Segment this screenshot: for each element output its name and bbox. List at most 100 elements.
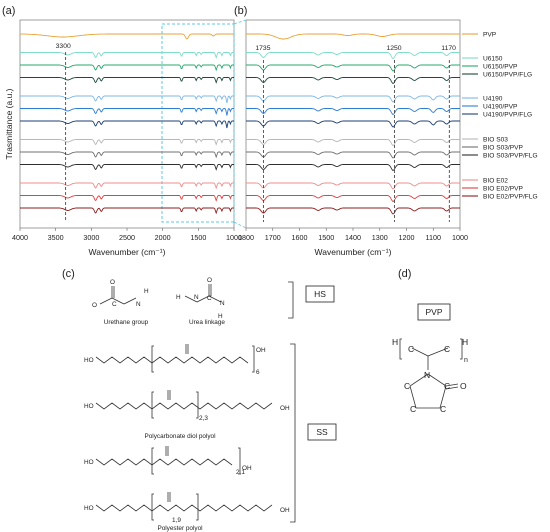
zoom-region-box: [161, 23, 235, 223]
panel-label-b: (b): [234, 5, 247, 17]
x-axis-label-b: Wavenumber (cm⁻¹): [315, 247, 392, 257]
legend-label: BIO E02/PVP/FLG: [483, 194, 538, 201]
urethane-o-left: O: [92, 302, 97, 309]
x-tick-label-a: 2000: [155, 233, 171, 242]
pvp-ring-c3: C: [440, 404, 446, 414]
pe2-oh: OH: [280, 507, 290, 514]
pc2-sub: 2,3: [199, 415, 208, 422]
urea-n-right: N: [220, 300, 225, 307]
legend-label: U6150: [483, 56, 503, 63]
spectrum-a-u6150-pvp: [20, 64, 234, 72]
spectrum-a-u4190-pvp: [20, 108, 234, 116]
urea-o: O: [207, 277, 212, 284]
pvp-h-right: H: [462, 337, 468, 347]
spectrum-a-u4190-pvp-flg: [20, 120, 234, 129]
pe2-bracket-right: [196, 493, 199, 521]
pvp-ring-c1: C: [404, 381, 410, 391]
spectrum-a-bio-s03: [20, 139, 234, 146]
pc2-ho: HO: [84, 403, 94, 410]
urethane-structure: [99, 286, 137, 305]
hs-box: [305, 285, 335, 303]
peak-annotations: 3300 1735 1250 1170: [56, 43, 456, 222]
spectrum-a-bio-s03-pvp: [20, 151, 234, 159]
panel-label-d: (d): [398, 268, 411, 280]
legend-label: U4190/PVP/FLG: [483, 112, 532, 119]
legend-label: U4190: [483, 96, 503, 103]
urethane-n: N: [136, 301, 141, 308]
x-tick-label-b: 1000: [452, 233, 468, 242]
urethane-c: C: [112, 301, 117, 308]
x-tick-label-a: 3000: [83, 233, 99, 242]
annotation-label-a: 3300: [56, 43, 71, 50]
x-tick-label-b: 1100: [426, 233, 441, 242]
urea-h-left: H: [176, 294, 181, 301]
panel-label-a: (a): [2, 5, 15, 17]
structures-panel-c: [95, 281, 296, 523]
annotation-label-b: 1170: [441, 45, 456, 52]
spectrum-b-bio-e02-pvp: [246, 195, 460, 202]
legend-label: U6150/PVP/FLG: [483, 72, 532, 79]
spectrum-a-bio-e02-pvp: [20, 195, 234, 202]
urethane-h: H: [144, 288, 149, 295]
spectrum-b-pvp: [246, 33, 460, 40]
legend-label: BIO S03/PVP/FLG: [483, 153, 538, 160]
pvp-n-subscript: n: [464, 357, 468, 364]
urea-caption: Urea linkage: [189, 319, 225, 326]
x-tick-label-a: 1000: [226, 233, 242, 242]
legend-label: U4190/PVP: [483, 104, 518, 111]
annotation-label-b: 1250: [386, 45, 401, 52]
pvp-ring-c4: C: [444, 381, 450, 391]
spectrum-b-u6150-pvp: [246, 64, 460, 72]
x-tick-label-a: 2500: [119, 233, 135, 242]
pvp-c-left: C: [408, 344, 414, 354]
spectra-b: [246, 33, 460, 215]
spectrum-b-u4190: [246, 95, 460, 103]
structure-atom-labels: O O C N H O H N C N H HO OH 6 HO OH 2,3 …: [84, 277, 290, 524]
pvp-n: N: [424, 370, 430, 380]
pc2-bracket-right: [196, 391, 199, 419]
pvp-structure: [399, 338, 463, 409]
pvp-ring-c2: C: [410, 404, 416, 414]
pvp-h-left: H: [392, 337, 398, 347]
spectrum-b-bio-s03-pvp-flg: [246, 164, 460, 171]
urea-h-right: H: [218, 313, 223, 320]
pc1-bracket-right: [252, 345, 255, 373]
annotation-label-b: 1735: [255, 45, 270, 52]
x-tick-label-b: 1200: [399, 233, 415, 242]
polycarbonate-chain-1: [95, 356, 249, 364]
pc1-bracket-left: [151, 345, 154, 373]
x-tick-label-b: 1500: [318, 233, 334, 242]
pc2-oh: OH: [280, 405, 290, 412]
x-tick-label-b: 1700: [265, 233, 281, 242]
spectrum-a-u6150-pvp-flg: [20, 77, 234, 84]
legend: PVPU6150U6150/PVPU6150/PVP/FLGU4190U4190…: [462, 32, 538, 201]
x-tick-label-a: 1500: [190, 233, 206, 242]
urea-structure: [184, 284, 222, 303]
polycarbonate-chain-2: [95, 402, 273, 410]
pvp-label: PVP: [425, 307, 442, 317]
zoom-connector-top: [233, 19, 247, 25]
ss-box: [307, 423, 337, 441]
spectrum-b-u4190-pvp-flg: [246, 120, 460, 128]
ss-bracket: [290, 343, 296, 523]
pc1-sub: 6: [256, 369, 260, 376]
ss-label: SS: [316, 427, 328, 437]
x-tick-label-b: 1300: [372, 233, 388, 242]
polycarbonate-caption: Polycarbonate diol polyol: [144, 433, 215, 440]
pc1-oh: OH: [256, 347, 266, 354]
spectrum-a-bio-s03-pvp-flg: [20, 164, 234, 171]
hs-label: HS: [314, 289, 326, 299]
urea-c: C: [207, 295, 212, 302]
legend-label: BIO S03/PVP: [483, 145, 524, 152]
y-axis-label: Trasmittance (a.u.): [4, 88, 14, 159]
spectrum-b-u4190-pvp: [246, 108, 460, 115]
pe2-bracket-left: [151, 493, 154, 521]
polyester-chain-1: [95, 458, 233, 466]
pvp-c-right: C: [444, 344, 450, 354]
x-tick-label-a: 3500: [48, 233, 64, 242]
pe1-bracket-right: [238, 447, 241, 475]
x-tick-label-b: 1800: [238, 233, 254, 242]
pvp-o: O: [460, 381, 467, 391]
